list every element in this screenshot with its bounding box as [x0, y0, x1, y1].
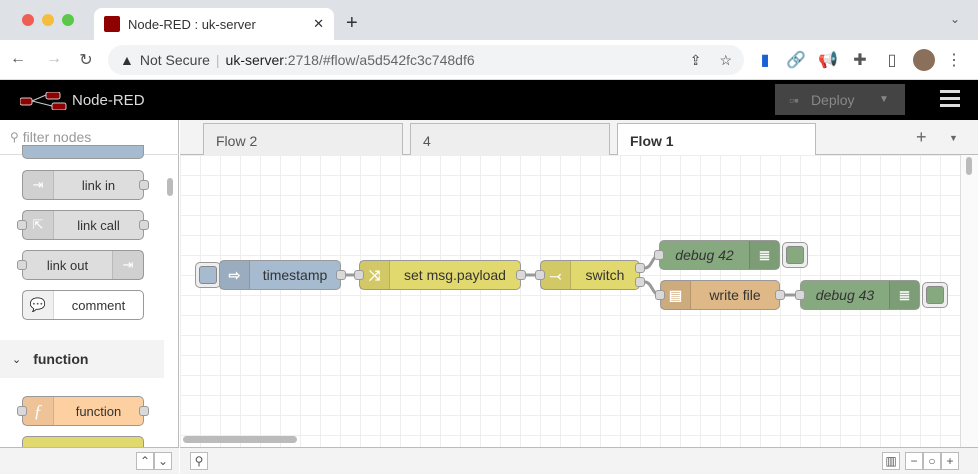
flow-node-switch[interactable]: ⤙ switch: [535, 260, 645, 290]
url-host: uk-server: [225, 52, 284, 68]
main-menu-button[interactable]: [940, 90, 960, 107]
zoom-out-button[interactable]: −: [905, 452, 923, 470]
forward-icon[interactable]: →: [46, 50, 62, 67]
palette-category-function[interactable]: ⌄ function: [0, 340, 164, 378]
inject-button[interactable]: [195, 262, 221, 288]
comment-icon: 💬: [23, 291, 54, 319]
security-label[interactable]: Not Secure: [139, 52, 210, 68]
flow-node-write-file[interactable]: ▤ write file: [655, 280, 785, 310]
flow-node-timestamp[interactable]: ⇨ timestamp: [219, 260, 346, 290]
workspace-vertical-scrollbar[interactable]: [960, 155, 978, 447]
navigator-map-icon[interactable]: ▥: [882, 452, 900, 470]
palette-node-link-call[interactable]: ⇱ link call: [17, 210, 149, 240]
switch-icon: ⤙: [541, 261, 571, 289]
new-tab-button[interactable]: +: [346, 12, 358, 34]
tab-flow-1[interactable]: Flow 1: [617, 123, 816, 156]
flow-list-chevron-icon[interactable]: ▼: [949, 133, 958, 143]
link-out-icon: ⇥: [112, 251, 143, 279]
function-icon: ƒ: [23, 397, 54, 425]
url-path: :2718/#flow/a5d542fc3c748df6: [283, 52, 475, 68]
debug-42-toggle-button[interactable]: [782, 242, 808, 268]
browser-tab[interactable]: Node-RED : uk-server ✕: [94, 8, 334, 40]
flow-node-debug-43[interactable]: debug 43 ≣: [795, 280, 920, 310]
megaphone-extension-icon[interactable]: 📢: [818, 52, 838, 69]
profile-avatar[interactable]: [913, 49, 935, 71]
bookmark-star-icon[interactable]: ☆: [719, 51, 732, 68]
reload-icon[interactable]: ↻: [79, 52, 93, 69]
node-label: switch: [585, 267, 625, 283]
link-extension-icon[interactable]: 🔗: [786, 52, 806, 69]
shuffle-icon: ⤨: [360, 261, 390, 289]
deploy-button[interactable]: ▫▪ Deploy ▼: [775, 84, 905, 115]
inject-arrow-icon: ⇨: [220, 261, 250, 289]
debug-list-icon: ≣: [889, 281, 919, 309]
share-icon[interactable]: ⇪: [689, 51, 702, 68]
bitwarden-extension-icon[interactable]: ▮: [760, 52, 770, 69]
node-label: comment: [71, 297, 126, 313]
chevron-down-icon: ⌄: [12, 353, 22, 366]
node-label: link in: [81, 177, 116, 193]
warning-icon: ▲: [120, 52, 134, 68]
node-red-logo-icon: [20, 92, 67, 110]
search-icon: ⚲: [10, 130, 19, 144]
tab-flow-2[interactable]: Flow 2: [203, 123, 403, 155]
add-flow-button[interactable]: +: [916, 127, 927, 147]
extensions-puzzle-icon[interactable]: ✚: [853, 52, 867, 69]
debug-list-icon: ≣: [749, 241, 779, 269]
deploy-icon: ▫▪: [789, 91, 799, 108]
address-bar[interactable]: ▲ Not Secure | uk-server:2718/#flow/a5d5…: [108, 45, 744, 75]
side-panel-icon[interactable]: ▯: [887, 52, 897, 69]
workspace-footer: [180, 447, 978, 474]
palette-node-link-in[interactable]: ⇥ link in: [22, 170, 149, 200]
palette-node-switch-partial[interactable]: [22, 436, 144, 448]
node-label: write file: [709, 287, 761, 303]
node-label: set msg.payload: [404, 267, 506, 283]
node-label: function: [75, 403, 122, 419]
tab-title: Node-RED : uk-server: [128, 16, 256, 32]
workspace-horizontal-scrollbar[interactable]: [183, 436, 297, 443]
flow-node-set-msg-payload[interactable]: ⤨ set msg.payload: [354, 260, 526, 290]
app-title: Node-RED: [72, 92, 145, 109]
zoom-reset-button[interactable]: ○: [923, 452, 941, 470]
palette-node-function[interactable]: ƒ function: [17, 396, 149, 426]
collapse-all-button[interactable]: ⌃: [136, 452, 154, 470]
browser-menu-icon[interactable]: ⋮: [946, 52, 962, 69]
deploy-label: Deploy: [810, 91, 855, 108]
node-label: timestamp: [262, 267, 328, 283]
zoom-in-button[interactable]: +: [941, 452, 959, 470]
back-icon[interactable]: ←: [10, 50, 26, 67]
close-window-button[interactable]: [22, 14, 34, 26]
minimize-window-button[interactable]: [42, 14, 54, 26]
file-icon: ▤: [661, 281, 691, 309]
node-label: link out: [46, 257, 89, 273]
search-flows-button[interactable]: ⚲: [190, 452, 208, 470]
node-red-favicon-icon: [104, 16, 120, 32]
debug-43-toggle-button[interactable]: [922, 282, 948, 308]
deploy-options-chevron-icon[interactable]: ▼: [879, 94, 889, 105]
maximize-window-button[interactable]: [62, 14, 74, 26]
flow-node-debug-42[interactable]: debug 42 ≣: [654, 240, 780, 270]
filter-placeholder: filter nodes: [22, 129, 92, 145]
expand-all-button[interactable]: ⌄: [154, 452, 172, 470]
palette-node-link-out[interactable]: link out ⇥: [17, 250, 144, 280]
palette-scrollbar[interactable]: [167, 178, 173, 196]
palette-node-comment[interactable]: 💬 comment: [22, 290, 144, 320]
node-label: link call: [77, 217, 120, 233]
tab-search-chevron-icon[interactable]: ⌄: [950, 12, 961, 26]
category-label: function: [33, 351, 89, 367]
link-call-icon: ⇱: [23, 211, 54, 239]
palette-node-partial[interactable]: [22, 145, 144, 159]
node-label: debug 43: [815, 287, 875, 303]
link-in-icon: ⇥: [23, 171, 54, 199]
tab-4[interactable]: 4: [410, 123, 610, 155]
node-label: debug 42: [675, 247, 734, 263]
close-tab-icon[interactable]: ✕: [313, 16, 324, 31]
